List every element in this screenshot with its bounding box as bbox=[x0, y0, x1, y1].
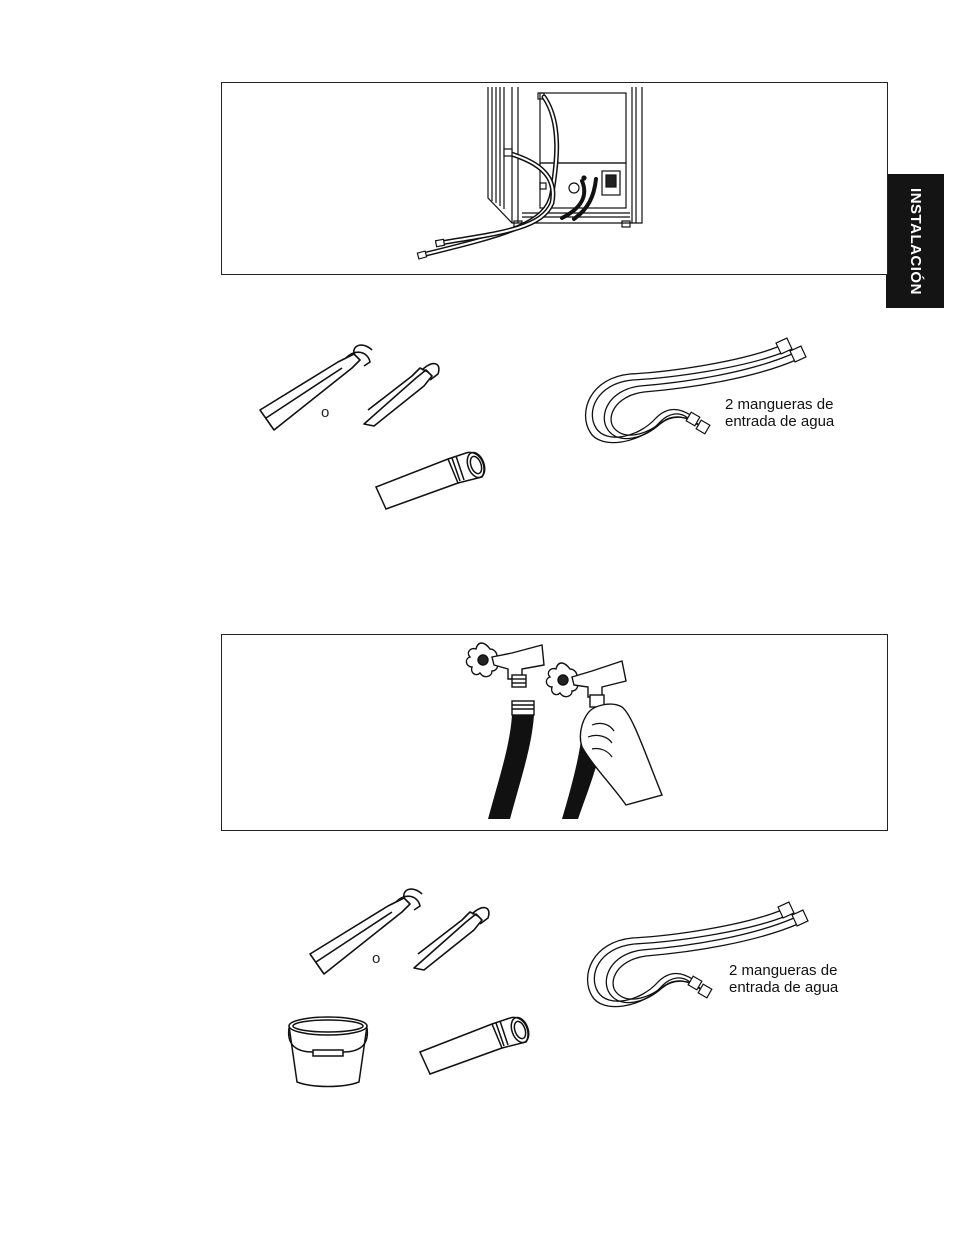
bucket-icon bbox=[283, 1012, 373, 1092]
hoses-icon-2 bbox=[582, 896, 822, 1016]
hose-label-1-line1: 2 mangueras de bbox=[725, 396, 834, 413]
hose-label-2: 2 mangueras de entrada de agua bbox=[729, 962, 838, 996]
flashlight-icon bbox=[370, 447, 490, 511]
pliers-icon-2 bbox=[306, 884, 516, 984]
pliers-icon bbox=[256, 340, 466, 440]
hose-label-2-line1: 2 mangueras de bbox=[729, 962, 838, 979]
section-tab: INSTALACIÓN bbox=[886, 174, 944, 308]
washer-back-icon bbox=[222, 83, 889, 276]
hose-label-1-line2: entrada de agua bbox=[725, 413, 834, 430]
or-text-2: o bbox=[372, 950, 380, 967]
or-text-1: o bbox=[321, 404, 329, 421]
flashlight-icon-2 bbox=[414, 1012, 534, 1076]
faucet-icon bbox=[222, 635, 889, 832]
hose-label-1: 2 mangueras de entrada de agua bbox=[725, 396, 834, 430]
faucet-illustration-frame bbox=[221, 634, 888, 831]
hoses-icon bbox=[580, 332, 820, 452]
washer-illustration-frame bbox=[221, 82, 888, 275]
hose-label-2-line2: entrada de agua bbox=[729, 979, 838, 996]
section-tab-label: INSTALACIÓN bbox=[907, 188, 924, 295]
